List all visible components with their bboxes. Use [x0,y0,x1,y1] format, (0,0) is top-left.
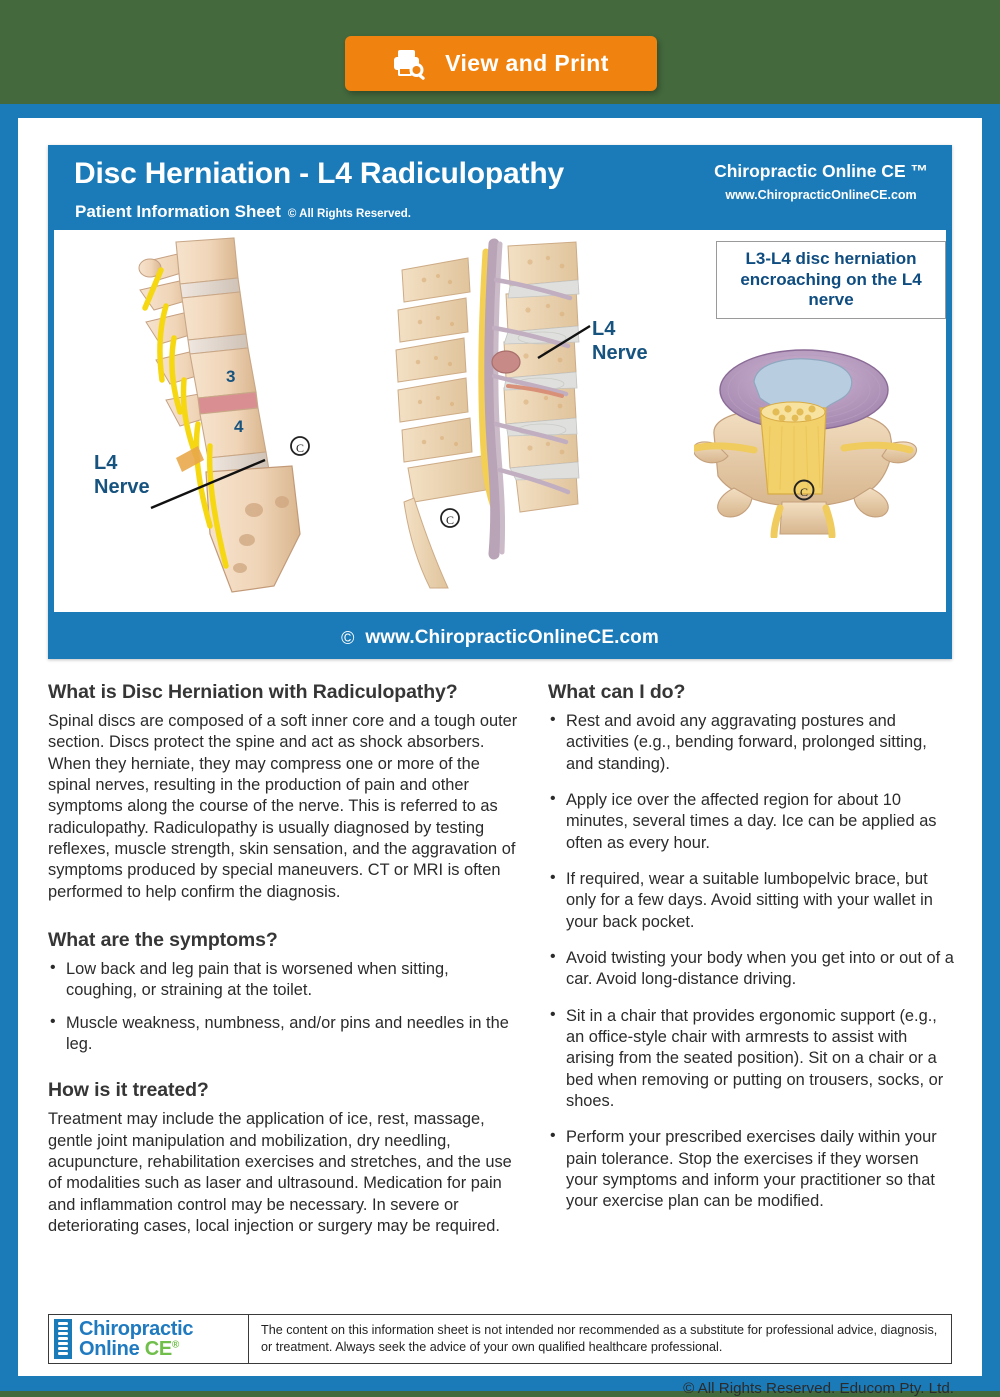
spine-icon [54,1319,72,1359]
list-item: Rest and avoid any aggravating postures … [548,710,954,775]
l4-nerve-label-mid-line1: L4 [592,318,616,340]
sheet-header: Disc Herniation - L4 Radiculopathy Patie… [48,145,952,230]
list-item: Low back and leg pain that is worsened w… [48,958,518,1002]
logo-line1: Chiropractic [79,1318,194,1340]
sheet-footer-bar: © www.ChiropracticOnlineCE.com [48,617,952,659]
copyright-mark-icon: C [793,479,815,501]
heading-what-can-i-do: What can I do? [548,681,686,703]
disclaimer-box: The content on this information sheet is… [249,1315,951,1363]
chiropractic-online-ce-logo: Chiropractic Online CE® [49,1315,249,1363]
view-and-print-button[interactable]: View and Print [345,36,657,91]
l4-nerve-label-mid: L4 Nerve [592,318,648,365]
brand-block: Chiropractic Online CE ™ www.Chiropracti… [714,161,928,202]
heading-treatment: How is it treated? [48,1079,209,1102]
subtitle-row: Patient Information Sheet © All Rights R… [75,202,411,222]
left-column: What is Disc Herniation with Radiculopat… [48,681,518,1263]
illustration-panel: 3 4 C [54,230,946,612]
copyright-mark-icon: C [440,508,460,528]
registered-mark: ® [171,1339,179,1351]
callout-text: L3-L4 disc herniation encroaching on the… [740,248,922,310]
heading-symptoms: What are the symptoms? [48,928,278,951]
logo-online-text: Online [79,1338,145,1360]
sheet-footer-url: www.ChiropracticOnlineCE.com [365,627,659,648]
axial-disc-herniation-figure: C [694,349,917,538]
page-title: Disc Herniation - L4 Radiculopathy [74,157,564,190]
printer-search-icon [393,48,427,80]
list-item: Perform your prescribed exercises daily … [548,1126,954,1212]
sheet-rights-note: © All Rights Reserved. [287,208,412,220]
lumbar-spine-lateral-figure: 3 4 C [138,237,310,593]
logo-wordmark: Chiropractic Online CE® [79,1318,194,1359]
document-footer: Chiropractic Online CE® The content on t… [48,1314,952,1364]
left-label-leader-line [150,458,266,510]
mid-label-leader-line [537,324,591,360]
right-column: What can I do? Rest and avoid any aggrav… [548,681,954,1237]
vertebra-label-3: 3 [226,367,235,386]
information-sheet-card: Disc Herniation - L4 Radiculopathy Patie… [48,145,952,659]
view-and-print-label: View and Print [445,50,609,76]
rights-reserved-line: © All Rights Reserved. Educom Pty. Ltd. [683,1380,954,1397]
brand-url: www.ChiropracticOnlineCE.com [725,187,917,202]
advice-list: Rest and avoid any aggravating postures … [548,710,954,1213]
heading-what-is-disc-herniation: What is Disc Herniation with Radiculopat… [48,681,458,703]
copyright-mark-icon: C [290,436,310,456]
brand-name: Chiropractic Online CE ™ [714,161,928,181]
callout-box: L3-L4 disc herniation encroaching on the… [716,241,946,319]
l4-nerve-label-left-line2: Nerve [94,475,150,498]
lumbar-sagittal-section-figure: C [395,238,580,589]
list-item: Apply ice over the affected region for a… [548,789,954,854]
l4-nerve-label-left: L4 Nerve [94,452,150,499]
l4-nerve-label-left-line1: L4 [94,452,118,474]
list-item: If required, wear a suitable lumbopelvic… [548,868,954,933]
sheet-subtitle: Patient Information Sheet [75,202,281,221]
paragraph-what-is-disc-herniation: Spinal discs are composed of a soft inne… [48,712,518,901]
top-banner: View and Print [0,0,1000,104]
logo-line2: Online CE® [79,1339,193,1359]
copyright-symbol: © [341,627,355,648]
page-frame: Disc Herniation - L4 Radiculopathy Patie… [0,104,1000,1397]
vertebra-label-4: 4 [234,417,244,436]
paragraph-treatment: Treatment may include the application of… [48,1110,512,1235]
disclaimer-text: The content on this information sheet is… [261,1322,938,1354]
svg-text:C: C [296,441,304,455]
document-page: Disc Herniation - L4 Radiculopathy Patie… [18,118,982,1397]
list-item: Avoid twisting your body when you get in… [548,947,954,991]
list-item: Muscle weakness, numbness, and/or pins a… [48,1012,518,1056]
list-item: Sit in a chair that provides ergonomic s… [548,1005,954,1113]
logo-ce-text: CE [144,1338,172,1360]
l4-nerve-label-mid-line2: Nerve [592,341,648,364]
svg-text:C: C [800,485,808,499]
svg-text:C: C [446,513,454,527]
symptoms-list: Low back and leg pain that is worsened w… [48,958,518,1056]
